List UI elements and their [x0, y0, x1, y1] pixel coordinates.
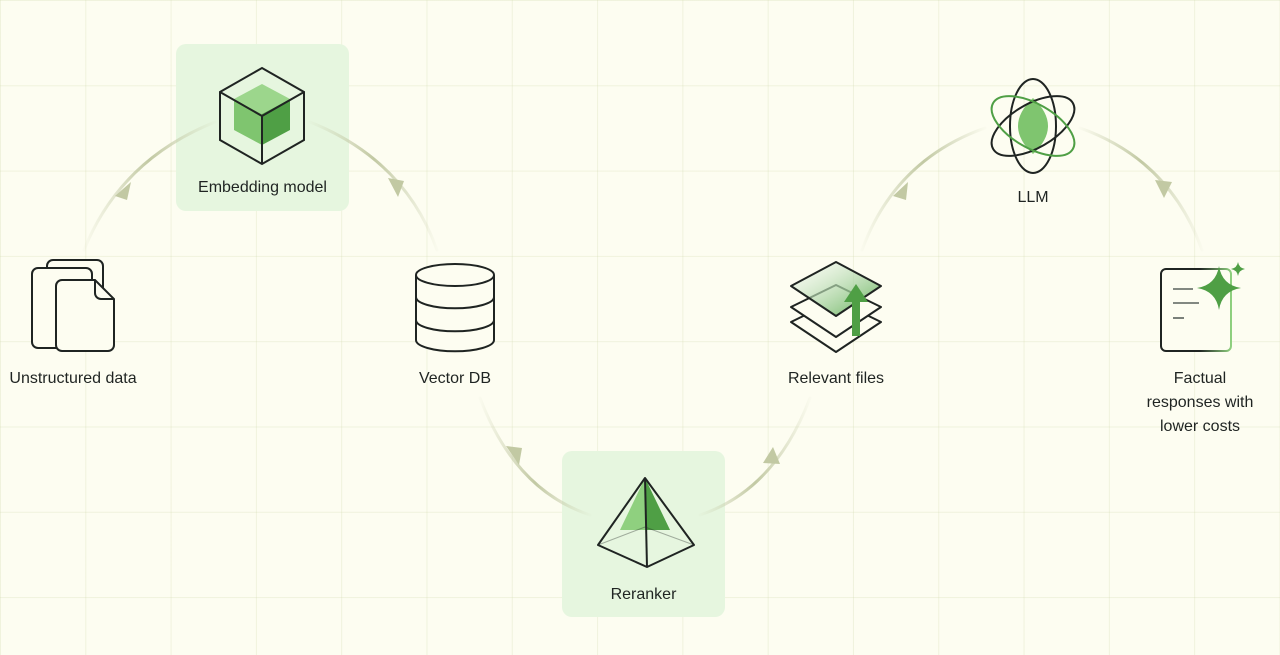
arrowhead-4 — [763, 447, 780, 464]
arc-files-to-llm — [860, 126, 987, 252]
arc-unstructured-to-embedding — [82, 120, 217, 252]
label-relevant-files: Relevant files — [787, 370, 885, 387]
cube-icon — [219, 66, 305, 166]
atom-icon — [990, 78, 1076, 174]
arc-reranker-to-files — [698, 396, 812, 517]
documents-icon — [31, 259, 115, 352]
database-icon — [415, 263, 495, 353]
arrowhead-1 — [115, 182, 131, 200]
arc-vectordb-to-reranker — [478, 396, 592, 517]
label-reranker: Reranker — [610, 586, 677, 603]
stacked-layers-icon — [790, 261, 882, 353]
label-llm: LLM — [1017, 189, 1049, 206]
label-factual-responses: Factual responses with lower costs — [1146, 370, 1254, 435]
label-embedding-model: Embedding model — [198, 179, 327, 196]
arrowhead-6 — [1155, 180, 1172, 198]
arc-embedding-to-vectordb — [308, 120, 439, 252]
arrowhead-3 — [506, 446, 522, 465]
connector-arrows — [82, 120, 1204, 517]
pyramid-icon — [597, 477, 695, 568]
label-vector-db: Vector DB — [418, 370, 492, 387]
arrowhead-5 — [893, 182, 908, 200]
label-unstructured-data: Unstructured data — [9, 370, 137, 387]
arc-llm-to-factual — [1078, 126, 1204, 252]
arrowhead-2 — [388, 178, 404, 197]
sparkle-document-icon — [1160, 262, 1245, 352]
